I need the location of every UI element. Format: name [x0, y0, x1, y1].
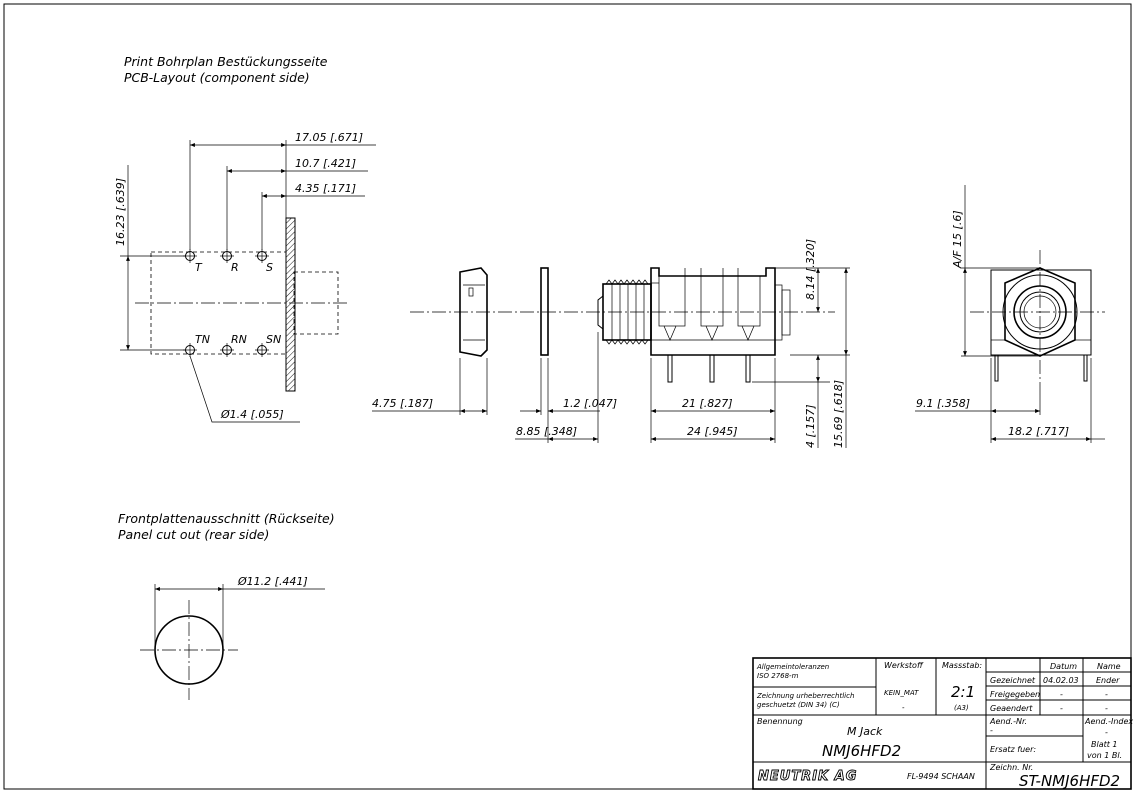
pcb-pin-holes: [183, 249, 269, 357]
tb-blatt-2: von 1 Bl.: [1087, 751, 1122, 760]
dim-10-7: 10.7 [.421]: [295, 157, 356, 170]
pin-label-s: S: [266, 261, 273, 274]
washer: [540, 267, 549, 356]
nut: [459, 267, 488, 357]
dim-4-75: 4.75 [.187]: [372, 397, 433, 410]
tb-benennung-1: M Jack: [847, 725, 883, 738]
tb-ersatz-label: Ersatz fuer:: [990, 745, 1036, 754]
panel-cutout-view: Frontplattenausschnitt (Rückseite) Panel…: [118, 511, 335, 700]
dim-17-05: 17.05 [.671]: [295, 131, 363, 144]
pin-label-tn: TN: [195, 333, 210, 346]
tb-gezeichnet-label: Gezeichnet: [990, 676, 1036, 685]
dim-8-14: 8.14 [.320]: [804, 239, 817, 300]
dim-24: 24 [.945]: [687, 425, 738, 438]
pin-label-t: T: [195, 261, 203, 274]
tb-gezeichnet-name: Ender: [1096, 676, 1120, 685]
tb-location: FL-9494 SCHAAN: [907, 772, 975, 781]
side-view: 4.75 [.187] 1.2 [.047] 21 [.827] 8.85 [.…: [372, 239, 850, 448]
cutout-title-de: Frontplattenausschnitt (Rückseite): [118, 511, 335, 526]
dim-1-2: 1.2 [.047]: [563, 397, 617, 410]
dim-21: 21 [.827]: [682, 397, 733, 410]
tb-werkstoff-label: Werkstoff: [884, 661, 924, 670]
tb-aend-index-label: Aend.-Index: [1084, 717, 1133, 726]
tb-zeichn-label: Zeichn. Nr.: [989, 763, 1033, 772]
jack-body: [650, 267, 791, 356]
tb-gezeichnet-date: 04.02.03: [1043, 676, 1079, 685]
tb-geaendert-label: Geaendert: [990, 704, 1033, 713]
pcb-layout-view: Print Bohrplan Bestückungsseite PCB-Layo…: [114, 54, 376, 423]
title-block: Allgemeintoleranzen ISO 2768-m Zeichnung…: [752, 657, 1133, 790]
pcb-panel-section: [285, 217, 296, 392]
tb-name-label: Name: [1097, 662, 1121, 671]
side-pins: [667, 354, 751, 383]
tb-tolerances-1: Allgemeintoleranzen: [756, 663, 829, 671]
dim-18-2: 18.2 [.717]: [1008, 425, 1069, 438]
tb-zeichn-value: ST-NMJ6HFD2: [1019, 772, 1120, 790]
dim-4-35: 4.35 [.171]: [295, 182, 356, 195]
tb-datum-label: Datum: [1050, 662, 1077, 671]
tb-aend-nr-label: Aend.-Nr.: [989, 717, 1027, 726]
tb-copyright-1: Zeichnung urheberrechtlich: [756, 692, 854, 700]
tb-aend-nr-value: -: [990, 726, 993, 735]
tb-freigegeben-label: Freigegeben: [990, 690, 1040, 699]
tb-werkstoff-value: KEIN_MAT: [884, 689, 919, 697]
dim-15-69: 15.69 [.618]: [832, 380, 845, 448]
dim-9-1: 9.1 [.358]: [916, 397, 970, 410]
sheet-border: [3, 3, 1132, 790]
neutrik-logo: NEUTRIK AG: [758, 769, 857, 784]
dim-4: 4 [.157]: [804, 404, 817, 448]
threaded-nose: [597, 279, 652, 345]
tb-massstab-value: 2:1: [951, 683, 975, 701]
tb-tolerances-2: ISO 2768-m: [757, 672, 799, 680]
tb-blatt-1: Blatt 1: [1091, 740, 1118, 749]
pcb-title-en: PCB-Layout (component side): [124, 70, 310, 85]
cutout-title-en: Panel cut out (rear side): [118, 527, 269, 542]
pin-label-rn: RN: [231, 333, 247, 346]
front-view: A/F 15 [.6] 9.1 [.358] 18.2 [.717]: [915, 185, 1105, 443]
dim-af15: A/F 15 [.6]: [951, 210, 964, 269]
tb-geaendert-name: -: [1105, 704, 1108, 713]
tb-massstab-label: Massstab:: [942, 661, 982, 670]
tb-benennung-2: NMJ6HFD2: [822, 742, 901, 760]
tb-benennung-label: Benennung: [757, 717, 803, 726]
dim-16-23: 16.23 [.639]: [114, 178, 127, 246]
pcb-nose-outline: [293, 271, 339, 335]
dim-hole-dia: Ø1.4 [.055]: [220, 408, 284, 421]
tb-werkstoff-dash: -: [902, 704, 905, 712]
dim-8-85: 8.85 [.348]: [516, 425, 577, 438]
pin-label-sn: SN: [266, 333, 281, 346]
dim-cutout-dia: Ø11.2 [.441]: [237, 575, 308, 588]
tb-freigegeben-date: -: [1060, 690, 1063, 699]
tb-format: (A3): [954, 704, 969, 712]
tb-freigegeben-name: -: [1105, 690, 1108, 699]
tb-aend-index-value: -: [1105, 728, 1108, 737]
tb-geaendert-date: -: [1060, 704, 1063, 713]
pcb-title-de: Print Bohrplan Bestückungsseite: [124, 54, 328, 69]
tb-copyright-2: geschuetzt (DIN 34) (C): [757, 701, 840, 709]
pin-label-r: R: [231, 261, 239, 274]
